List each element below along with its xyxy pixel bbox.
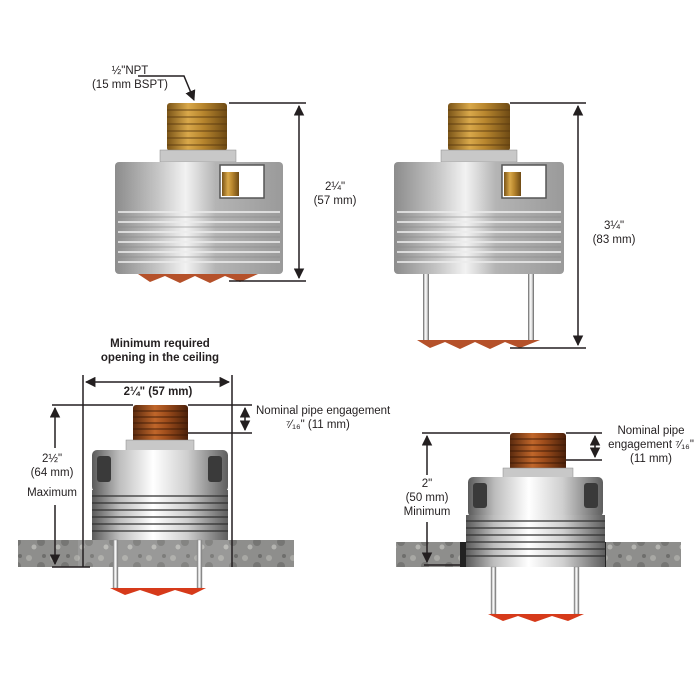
engagement-line2: ⁷⁄₁₆" (11 mm) <box>286 419 350 431</box>
engagement-line1: Nominal pipe engagement <box>256 405 391 417</box>
dimension-line-top-right <box>510 102 586 349</box>
height-inches: 2" <box>421 478 433 490</box>
height-inches: 2¼" <box>324 181 346 193</box>
height-mm: (57 mm) <box>313 195 357 207</box>
dimension-line-top-left <box>229 102 306 282</box>
pipe-engagement-label-bottom-left: Nominal pipe engagement ⁷⁄₁₆" (11 mm) <box>256 404 390 432</box>
ceiling-bottom-left <box>18 540 294 567</box>
height-mm: (50 mm) <box>405 492 449 504</box>
thread-leader-arrow <box>138 75 196 101</box>
height-label-top-right: 3¼" (83 mm) <box>584 219 644 247</box>
height-mm: (83 mm) <box>592 234 636 246</box>
sprinkler-top-right <box>394 103 564 349</box>
pipe-engagement-label-bottom-right: Nominal pipe engagement ⁷⁄₁₆" (11 mm) <box>603 424 699 466</box>
dimension-lines-bottom-left <box>49 375 252 568</box>
height-label-top-left: 2¼" (57 mm) <box>305 180 365 208</box>
engagement-line2: engagement ⁷⁄₁₆" <box>608 439 694 451</box>
opening-title-line1: Minimum required <box>110 338 210 350</box>
height-qualifier: Minimum <box>403 506 451 518</box>
engagement-line1: Nominal pipe <box>617 425 685 437</box>
height-label-bottom-right: 2" (50 mm) Minimum <box>398 477 456 519</box>
sprinkler-bottom-left <box>92 405 228 596</box>
height-inches: 3¼" <box>603 220 625 232</box>
height-label-bottom-left: 2½" (64 mm) Maximum <box>22 452 82 500</box>
height-inches: 2½" <box>41 453 63 465</box>
opening-width-label: 2¼" (57 mm) <box>123 386 193 398</box>
ceiling-opening-title: Minimum required opening in the ceiling <box>80 337 240 365</box>
thread-spec-label: ½"NPT (15 mm BSPT) <box>82 64 178 92</box>
thread-spec-line2: (15 mm BSPT) <box>91 79 169 91</box>
sprinkler-top-left <box>115 103 283 283</box>
opening-title-line2: opening in the ceiling <box>100 352 220 364</box>
sprinkler-bottom-right <box>466 433 605 622</box>
thread-spec-line1: ½"NPT <box>111 65 149 77</box>
height-mm: (64 mm) <box>30 467 74 479</box>
dimension-lines-bottom-right <box>421 432 602 566</box>
height-qualifier: Maximum <box>27 487 77 499</box>
engagement-line3: (11 mm) <box>630 453 672 465</box>
